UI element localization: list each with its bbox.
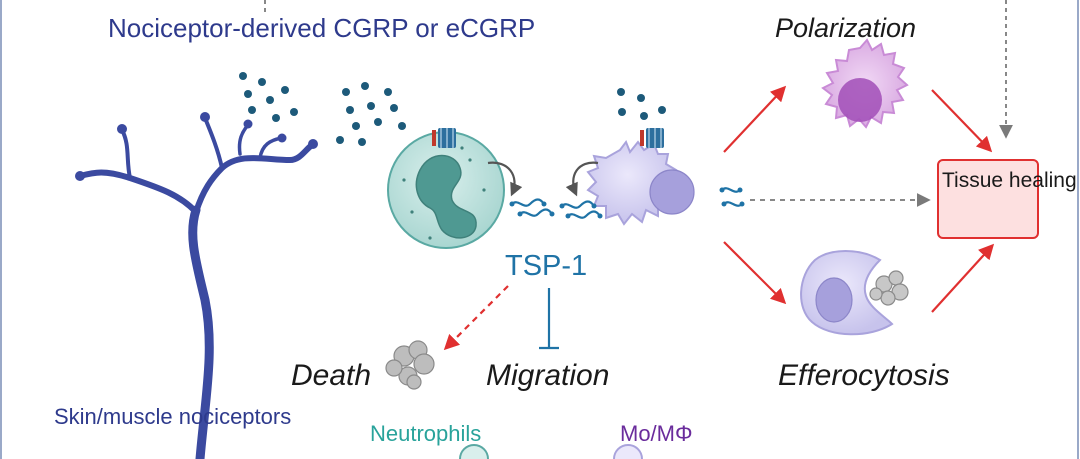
polarized-macrophage <box>821 38 909 129</box>
macrophage-cell <box>586 139 695 226</box>
to-efferocytosis-arrow <box>723 241 787 305</box>
macrophage-legend-icon <box>613 444 643 459</box>
polarization-to-healing-arrow <box>931 89 993 153</box>
to-polarization-arrow <box>723 85 787 153</box>
death-label: Death <box>291 359 372 392</box>
cgrp-source-label: Nociceptor-derived CGRP or eCGRP <box>108 13 536 43</box>
neutrophil-autocrine-arrow <box>487 161 523 197</box>
engulfed-apoptotic-cell <box>869 270 909 306</box>
nociceptor-neuron <box>77 116 315 459</box>
apoptotic-debris <box>385 340 435 390</box>
efferocytosis-label: Efferocytosis <box>778 359 950 392</box>
migration-inhibition <box>539 288 559 350</box>
tissue-healing-box <box>937 159 1039 239</box>
neutrophil-legend-icon <box>459 444 489 459</box>
polarization-label: Polarization <box>775 13 917 43</box>
nociceptors-label: Skin/muscle nociceptors <box>54 404 292 429</box>
efferocytic-macrophage <box>800 250 894 336</box>
tsp1-to-death-arrow <box>443 285 509 351</box>
tsp1-molecule-ends <box>509 187 745 219</box>
mo-mphi-legend-label: Mo/MΦ <box>620 421 693 446</box>
cgrp-dots <box>239 72 666 146</box>
tsp1-label: TSP-1 <box>505 250 588 282</box>
neutrophils-legend-label: Neutrophils <box>370 421 482 446</box>
efferocytosis-to-healing-arrow <box>931 243 995 313</box>
neuron-terminals <box>75 112 318 181</box>
macrophage-autocrine-arrow <box>565 161 599 197</box>
neutrophil-cell <box>387 131 505 249</box>
tissue-healing-label: Tissue healing <box>942 169 1077 192</box>
macrophage-receptor <box>640 128 664 148</box>
migration-label: Migration <box>486 359 610 392</box>
neutrophil-receptor <box>432 128 456 148</box>
